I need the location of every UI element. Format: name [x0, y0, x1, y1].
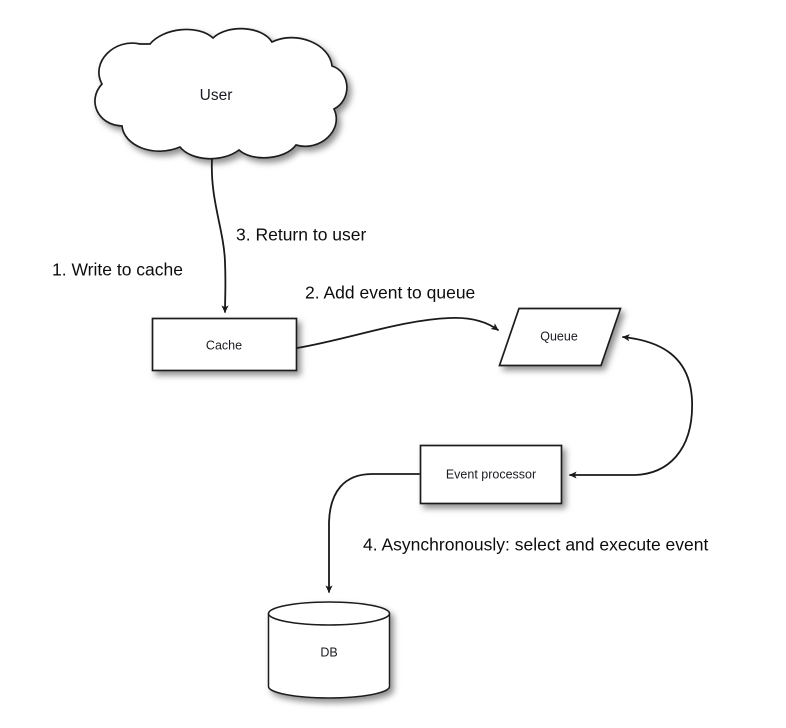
node-db[interactable]: DB: [267, 601, 391, 699]
step-label-4: 4. Asynchronously: select and execute ev…: [363, 535, 708, 555]
step-label-3: 3. Return to user: [236, 225, 367, 245]
node-db-label: DB: [320, 645, 337, 659]
edge-user-to-cache: [210, 158, 229, 313]
node-user-label: User: [200, 87, 233, 104]
node-cache[interactable]: Cache: [151, 317, 298, 372]
node-queue-label: Queue: [540, 329, 578, 343]
step-label-2: 2. Add event to queue: [305, 283, 475, 303]
edge-queue-event-processor-loop: [569, 334, 693, 479]
node-user[interactable]: User: [94, 27, 348, 160]
edge-cache-to-queue: [296, 317, 499, 349]
node-queue[interactable]: Queue: [498, 307, 622, 367]
step-label-1: 1. Write to cache: [52, 260, 183, 280]
node-cache-label: Cache: [206, 338, 242, 352]
edge-event-processor-to-db: [325, 473, 420, 593]
node-event-processor[interactable]: Event processor: [419, 444, 563, 505]
node-event-processor-label: Event processor: [446, 467, 536, 481]
